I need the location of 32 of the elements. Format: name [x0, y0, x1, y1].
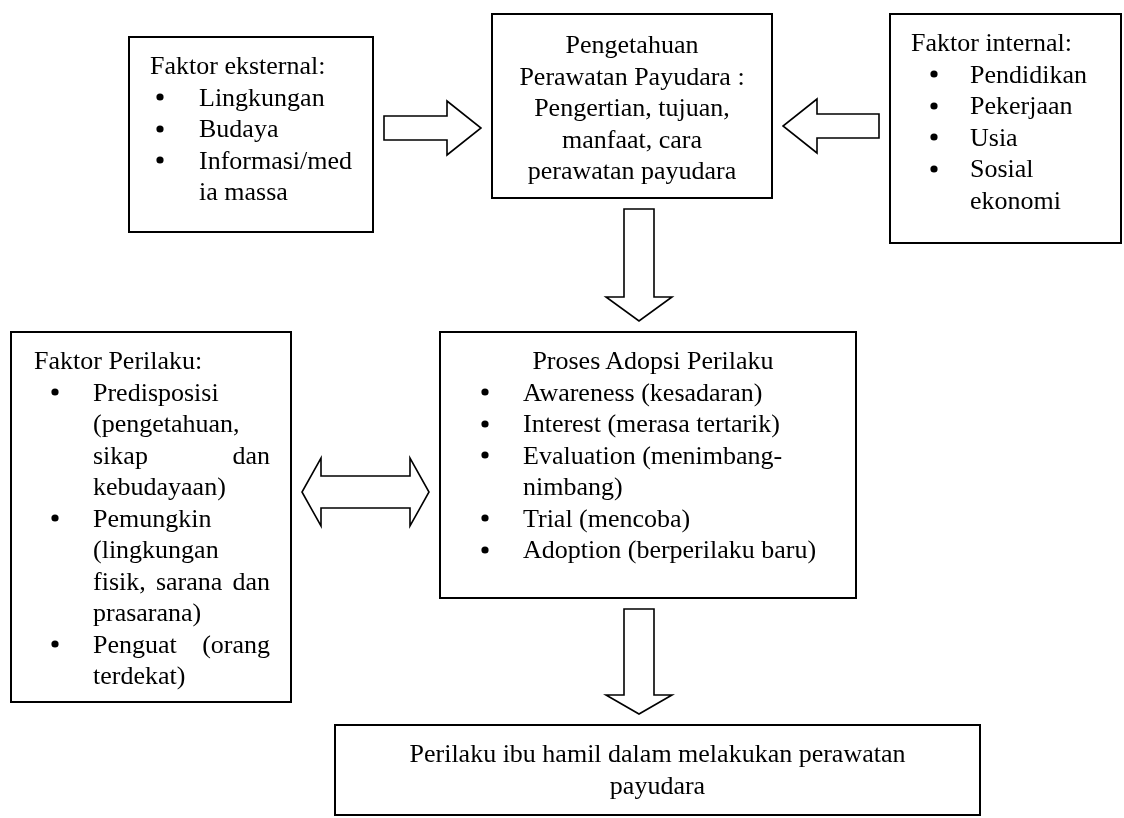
list-item-text: Budaya: [199, 113, 280, 145]
box-text: Pengetahuan Perawatan Payudara : Pengertian, tujuan, manfaat, cara perawatan payudara: [518, 29, 746, 187]
list-item-text: Trial (mencoba): [523, 502, 692, 534]
block-arrow: [603, 608, 675, 715]
list-item-text: Awareness (kesadaran): [523, 376, 764, 408]
list-item-text: Pendidikan: [970, 58, 1088, 90]
text-box: [334, 724, 981, 816]
heading-text: Faktor Perilaku:: [34, 345, 204, 377]
list-item-text: Interest (merasa tertarik): [523, 408, 781, 440]
list-item-text: Predisposisi (pengetahuan, sikap dan kebudayaan): [93, 376, 270, 503]
block-arrow: [781, 97, 880, 155]
box-text: Perilaku ibu hamil dalam melakukan perawatan payudara: [408, 738, 907, 801]
list-item-text: Pekerjaan: [970, 90, 1074, 122]
list-item-text: Pemungkin (lingkungan fisik, sarana dan prasarana): [93, 502, 270, 629]
list-box: [439, 331, 857, 599]
list-box: [10, 331, 292, 703]
text-box: [491, 13, 773, 199]
block-arrow: [383, 99, 483, 157]
heading-text: Faktor internal:: [911, 27, 1073, 59]
list-item-text: Penguat (orang terdekat): [93, 628, 270, 692]
list-item-text: Usia: [970, 121, 1019, 153]
heading-text: Faktor eksternal:: [150, 50, 327, 82]
block-arrow: [301, 454, 430, 530]
list-item-text: Lingkungan: [199, 81, 326, 113]
heading-text: Proses Adopsi Perilaku: [531, 345, 775, 377]
block-arrow: [603, 208, 675, 322]
list-box: [889, 13, 1122, 244]
list-box: [128, 36, 374, 233]
list-item-text: Informasi/med ia massa: [199, 144, 354, 208]
list-item-text: Sosial ekonomi: [970, 153, 1062, 216]
list-item-text: Evaluation (menimbang-nimbang): [523, 439, 784, 503]
list-item-text: Adoption (berperilaku baru): [523, 534, 818, 566]
